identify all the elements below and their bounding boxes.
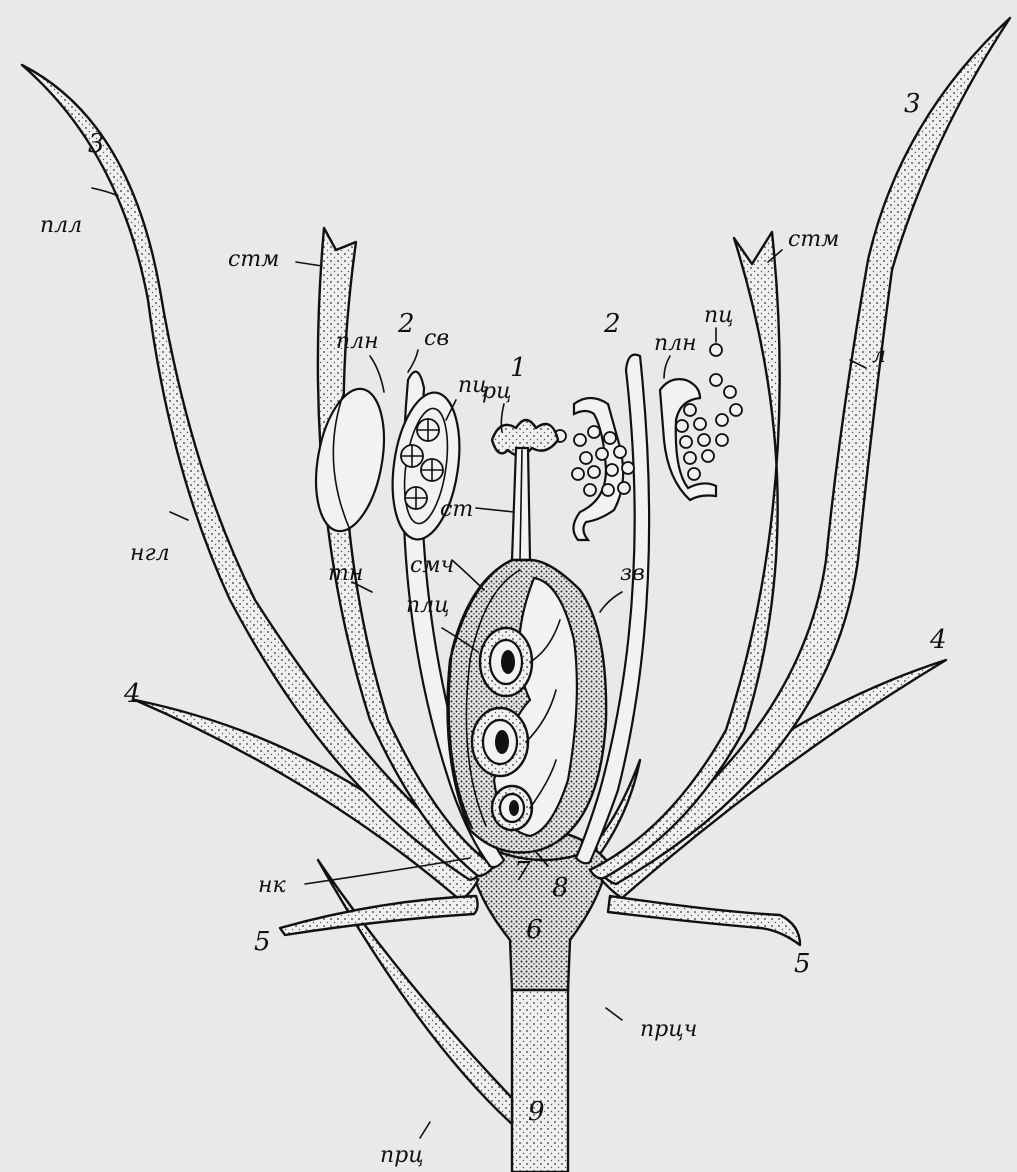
label-4-right: 4 (929, 625, 947, 655)
label-2-right: 2 (603, 309, 621, 339)
label-prcch: прцч (640, 1017, 697, 1042)
label-9: 9 (528, 1097, 545, 1127)
label-pln-left: плн (336, 329, 379, 354)
label-4-left: 4 (123, 679, 141, 709)
label-3-right: 3 (904, 89, 921, 119)
label-l: л (872, 343, 886, 368)
label-tn: тн (328, 561, 363, 586)
label-7: 7 (514, 857, 531, 887)
label-zv: зв (620, 561, 645, 586)
label-5-left: 5 (254, 927, 271, 957)
label-pln-right: плн (654, 331, 697, 356)
label-prc: прц (380, 1143, 424, 1168)
label-stm-right: стм (788, 227, 839, 252)
label-rc: рц (482, 379, 511, 404)
ovule-3 (492, 786, 532, 830)
label-5-right: 5 (794, 949, 811, 979)
sepal-5-right (608, 896, 800, 945)
label-st: ст (440, 497, 473, 522)
label-1: 1 (510, 353, 527, 383)
ovule-1 (480, 628, 532, 696)
label-stm-left: стм (228, 247, 279, 272)
ovule-2 (472, 708, 528, 776)
label-2-left: 2 (397, 309, 415, 339)
label-8: 8 (552, 873, 569, 903)
label-smch: смч (410, 553, 454, 578)
pistil-group (448, 420, 607, 853)
label-3-left: 3 (88, 129, 105, 159)
label-nk: нк (258, 873, 286, 898)
label-ngl: нгл (130, 541, 170, 566)
sepal-5-left (280, 896, 478, 935)
label-plc: плц (406, 593, 450, 618)
label-sv: св (424, 326, 449, 351)
label-pc-right: пц (704, 303, 734, 328)
label-pll: плл (40, 213, 82, 238)
label-6: 6 (526, 915, 543, 945)
